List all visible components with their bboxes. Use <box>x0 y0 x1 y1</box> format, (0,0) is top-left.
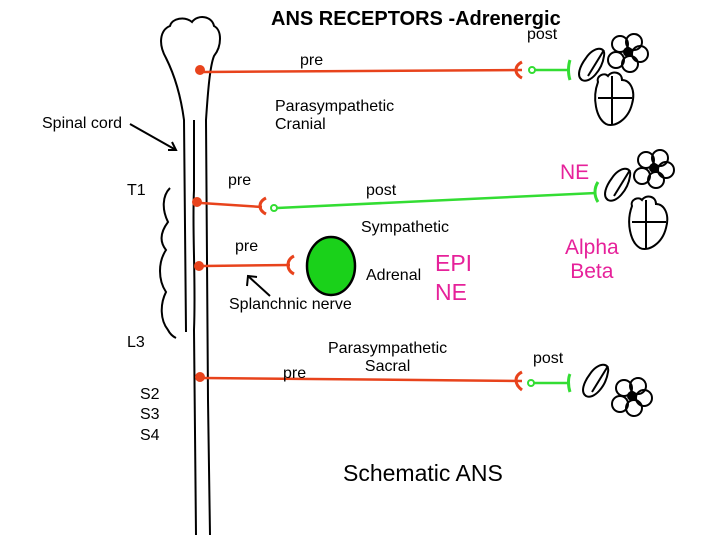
sympathetic-pre-terminal <box>258 196 267 216</box>
footer-title: Schematic ANS <box>343 460 503 486</box>
label-sympathetic: Sympathetic <box>361 219 450 236</box>
label-l3: L3 <box>127 334 145 351</box>
label-post-top: post <box>527 26 558 43</box>
label-epi: EPI <box>435 250 473 276</box>
label-parasympathetic-cranial: Parasympathetic Cranial <box>275 98 395 134</box>
splanchnic-arrow <box>246 274 271 297</box>
label-adrenal: Adrenal <box>366 267 422 284</box>
sacral-post-terminal <box>567 373 572 393</box>
label-s4: S4 <box>140 427 160 444</box>
t1-l3-brace <box>159 187 177 339</box>
adrenal-gland <box>305 235 357 297</box>
adrenal-pre-terminal <box>286 254 295 276</box>
label-s2: S2 <box>140 386 160 403</box>
cranial-pre-axon <box>203 68 523 74</box>
adrenal-pre-soma <box>194 261 204 271</box>
effector-eye-bottom <box>582 363 610 398</box>
diagram-title: ANS RECEPTORS -Adrenergic <box>271 8 561 30</box>
effector-flower-bottom <box>611 377 653 417</box>
sacral-post-soma <box>527 379 535 387</box>
sacral-pre-terminal <box>514 370 523 392</box>
effector-eye-middle <box>604 167 632 202</box>
sympathetic-post-terminal <box>593 181 600 203</box>
spinal-cord-arrow <box>129 123 178 151</box>
sacral-pre-axon <box>203 376 523 383</box>
adrenal-pathway <box>194 235 357 297</box>
label-pre-sacral: pre <box>283 365 307 382</box>
label-post-sacral: post <box>533 350 564 367</box>
sympathetic-pathway <box>192 181 600 216</box>
spinal-cord-inner <box>192 120 197 536</box>
label-pre-adrenal: pre <box>235 238 259 255</box>
effector-flower-middle <box>633 149 675 189</box>
cranial-pathway <box>195 59 572 81</box>
label-ne-adrenal: NE <box>435 279 467 305</box>
cranial-pre-soma <box>195 65 205 75</box>
cranial-post-soma <box>528 66 536 74</box>
sympathetic-pre-axon <box>200 201 263 209</box>
effector-flower-top <box>607 33 649 73</box>
sacral-pathway <box>195 370 572 393</box>
cranial-post-terminal <box>567 59 572 81</box>
label-s3: S3 <box>140 406 160 423</box>
sacral-pre-soma <box>195 372 205 382</box>
sympathetic-post-soma <box>270 204 278 212</box>
adrenal-pre-axon <box>202 263 291 268</box>
label-alpha-beta: Alpha Beta <box>565 236 619 284</box>
label-pre-top: pre <box>300 52 324 69</box>
cranial-pre-terminal <box>514 60 523 80</box>
sympathetic-pre-soma <box>192 197 202 207</box>
label-splanchnic-nerve: Splanchnic nerve <box>229 296 352 313</box>
label-ne-neurotransmitter: NE <box>560 161 590 184</box>
effector-heart-top <box>594 71 635 126</box>
brain-outline <box>160 16 221 536</box>
label-post-sympathetic: post <box>366 182 397 199</box>
label-spinal-cord: Spinal cord <box>42 115 123 132</box>
effector-eye-top <box>578 47 606 82</box>
label-pre-sympathetic: pre <box>228 172 252 189</box>
sympathetic-post-axon <box>276 191 597 210</box>
label-parasympathetic-sacral: Parasympathetic Sacral <box>328 340 448 376</box>
effector-heart-middle <box>628 195 669 250</box>
label-t1: T1 <box>127 182 146 199</box>
